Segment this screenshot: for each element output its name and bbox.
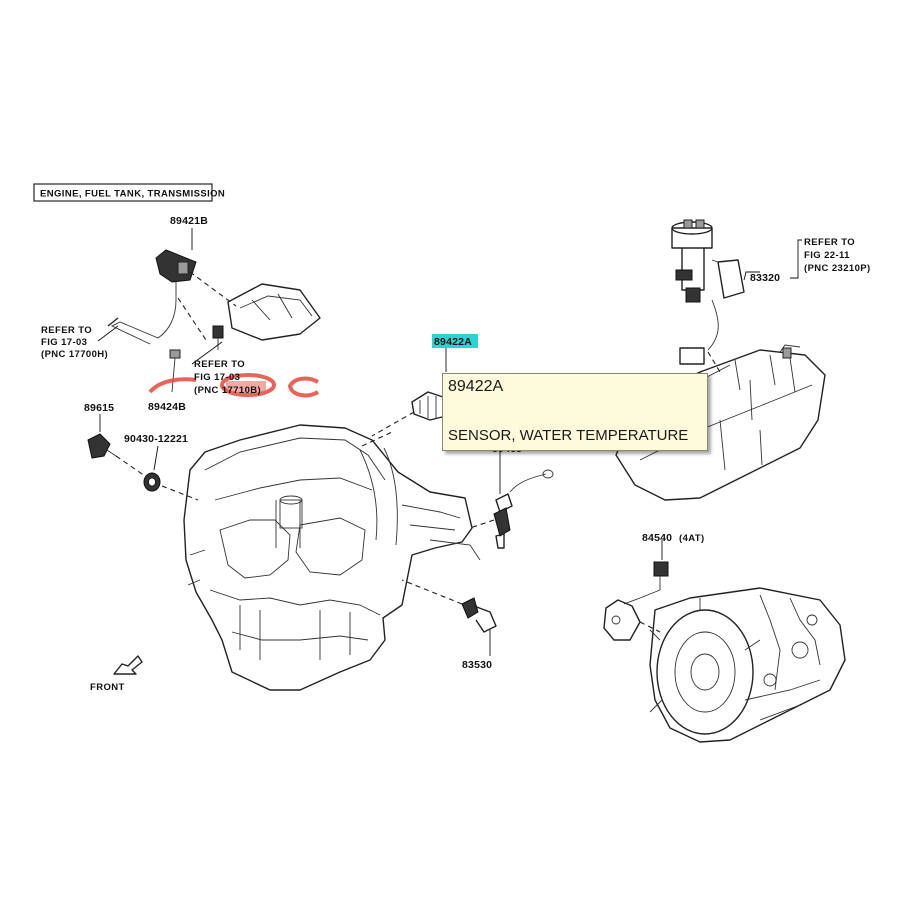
part-83530-switch <box>461 597 497 656</box>
part-89465-sensor <box>493 448 554 549</box>
part-89421b-sensor <box>107 249 237 345</box>
label-84540-note: (4AT) <box>679 533 705 544</box>
ref-mid-line3: (PNC 17710B) <box>194 385 261 396</box>
ref-mid-line2: FIG 17-03 <box>194 372 240 383</box>
header-box: ENGINE, FUEL TANK, TRANSMISSION <box>33 183 225 202</box>
part-tooltip: 89422A SENSOR, WATER TEMPERATURE <box>442 373 708 451</box>
ref-mid-line1: REFER TO <box>194 359 245 370</box>
tooltip-part-description: SENSOR, WATER TEMPERATURE <box>448 427 689 444</box>
air-box <box>227 283 321 341</box>
ref-left-line3: (PNC 17700H) <box>41 349 108 360</box>
label-89422a[interactable]: 89422A <box>434 336 472 348</box>
part-89424b-sensor <box>169 325 224 393</box>
part-84540-switch <box>603 540 669 641</box>
header-box-text: ENGINE, FUEL TANK, TRANSMISSION <box>40 189 225 200</box>
ref-left-line1: REFER TO <box>41 325 92 336</box>
label-89421b: 89421B <box>170 215 208 227</box>
tooltip-part-code: 89422A <box>448 378 504 395</box>
ref-left-line2: FIG 17-03 <box>41 337 87 348</box>
part-90430-washer <box>143 445 161 492</box>
ref-right-line1: REFER TO <box>804 237 855 248</box>
part-89615-sensor <box>87 414 117 459</box>
fuel-pump <box>671 219 760 365</box>
label-89424b: 89424B <box>148 401 186 413</box>
ref-right-line2: FIG 22-11 <box>804 250 850 261</box>
label-84540: 84540 <box>642 532 672 544</box>
engine-block <box>183 424 481 691</box>
watermark <box>148 373 320 398</box>
label-90430: 90430-12221 <box>124 433 188 445</box>
label-89422a-highlighted[interactable]: 89422A <box>432 334 478 348</box>
label-front: FRONT <box>90 682 125 693</box>
label-83320: 83320 <box>750 272 780 284</box>
label-83530: 83530 <box>462 659 492 671</box>
transmission <box>649 587 846 743</box>
ref-right-line3: (PNC 23210P) <box>804 263 871 274</box>
front-arrow <box>113 655 143 675</box>
label-89615: 89615 <box>84 402 114 414</box>
